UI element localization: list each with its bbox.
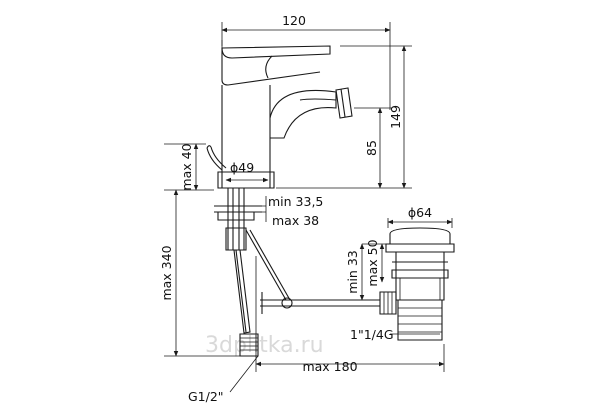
faucet-body [206,45,353,189]
mounting-assembly [214,188,380,357]
dim-waste-max: max 50 [365,239,380,286]
dim-waste-min: min 33 [345,250,360,293]
dim-height-149: 149 [388,105,403,129]
dim-base-diameter: ϕ49 [230,160,254,175]
dimension-labels: 120 149 85 max 40 ϕ49 min 33,5 max 38 ma… [159,13,432,404]
dimension-lines [173,27,453,393]
dim-deck-max: max 38 [272,213,319,228]
extension-lines [164,22,453,372]
dim-spout-85: 85 [364,140,379,156]
dim-rod-max-180: max 180 [302,359,357,374]
dim-hose-thread: G1/2" [188,389,224,404]
watermark: 3dplitka.ru [205,333,324,358]
dim-deck-min: min 33,5 [268,194,323,209]
waste-assembly [379,227,455,341]
dim-width-120: 120 [282,13,306,28]
dim-waste-thread: 1"1/4G [350,327,394,342]
dim-hose-max-340: max 340 [159,245,174,300]
dim-waste-diameter: ϕ64 [408,205,432,220]
dim-lever-max-40: max 40 [179,143,194,190]
